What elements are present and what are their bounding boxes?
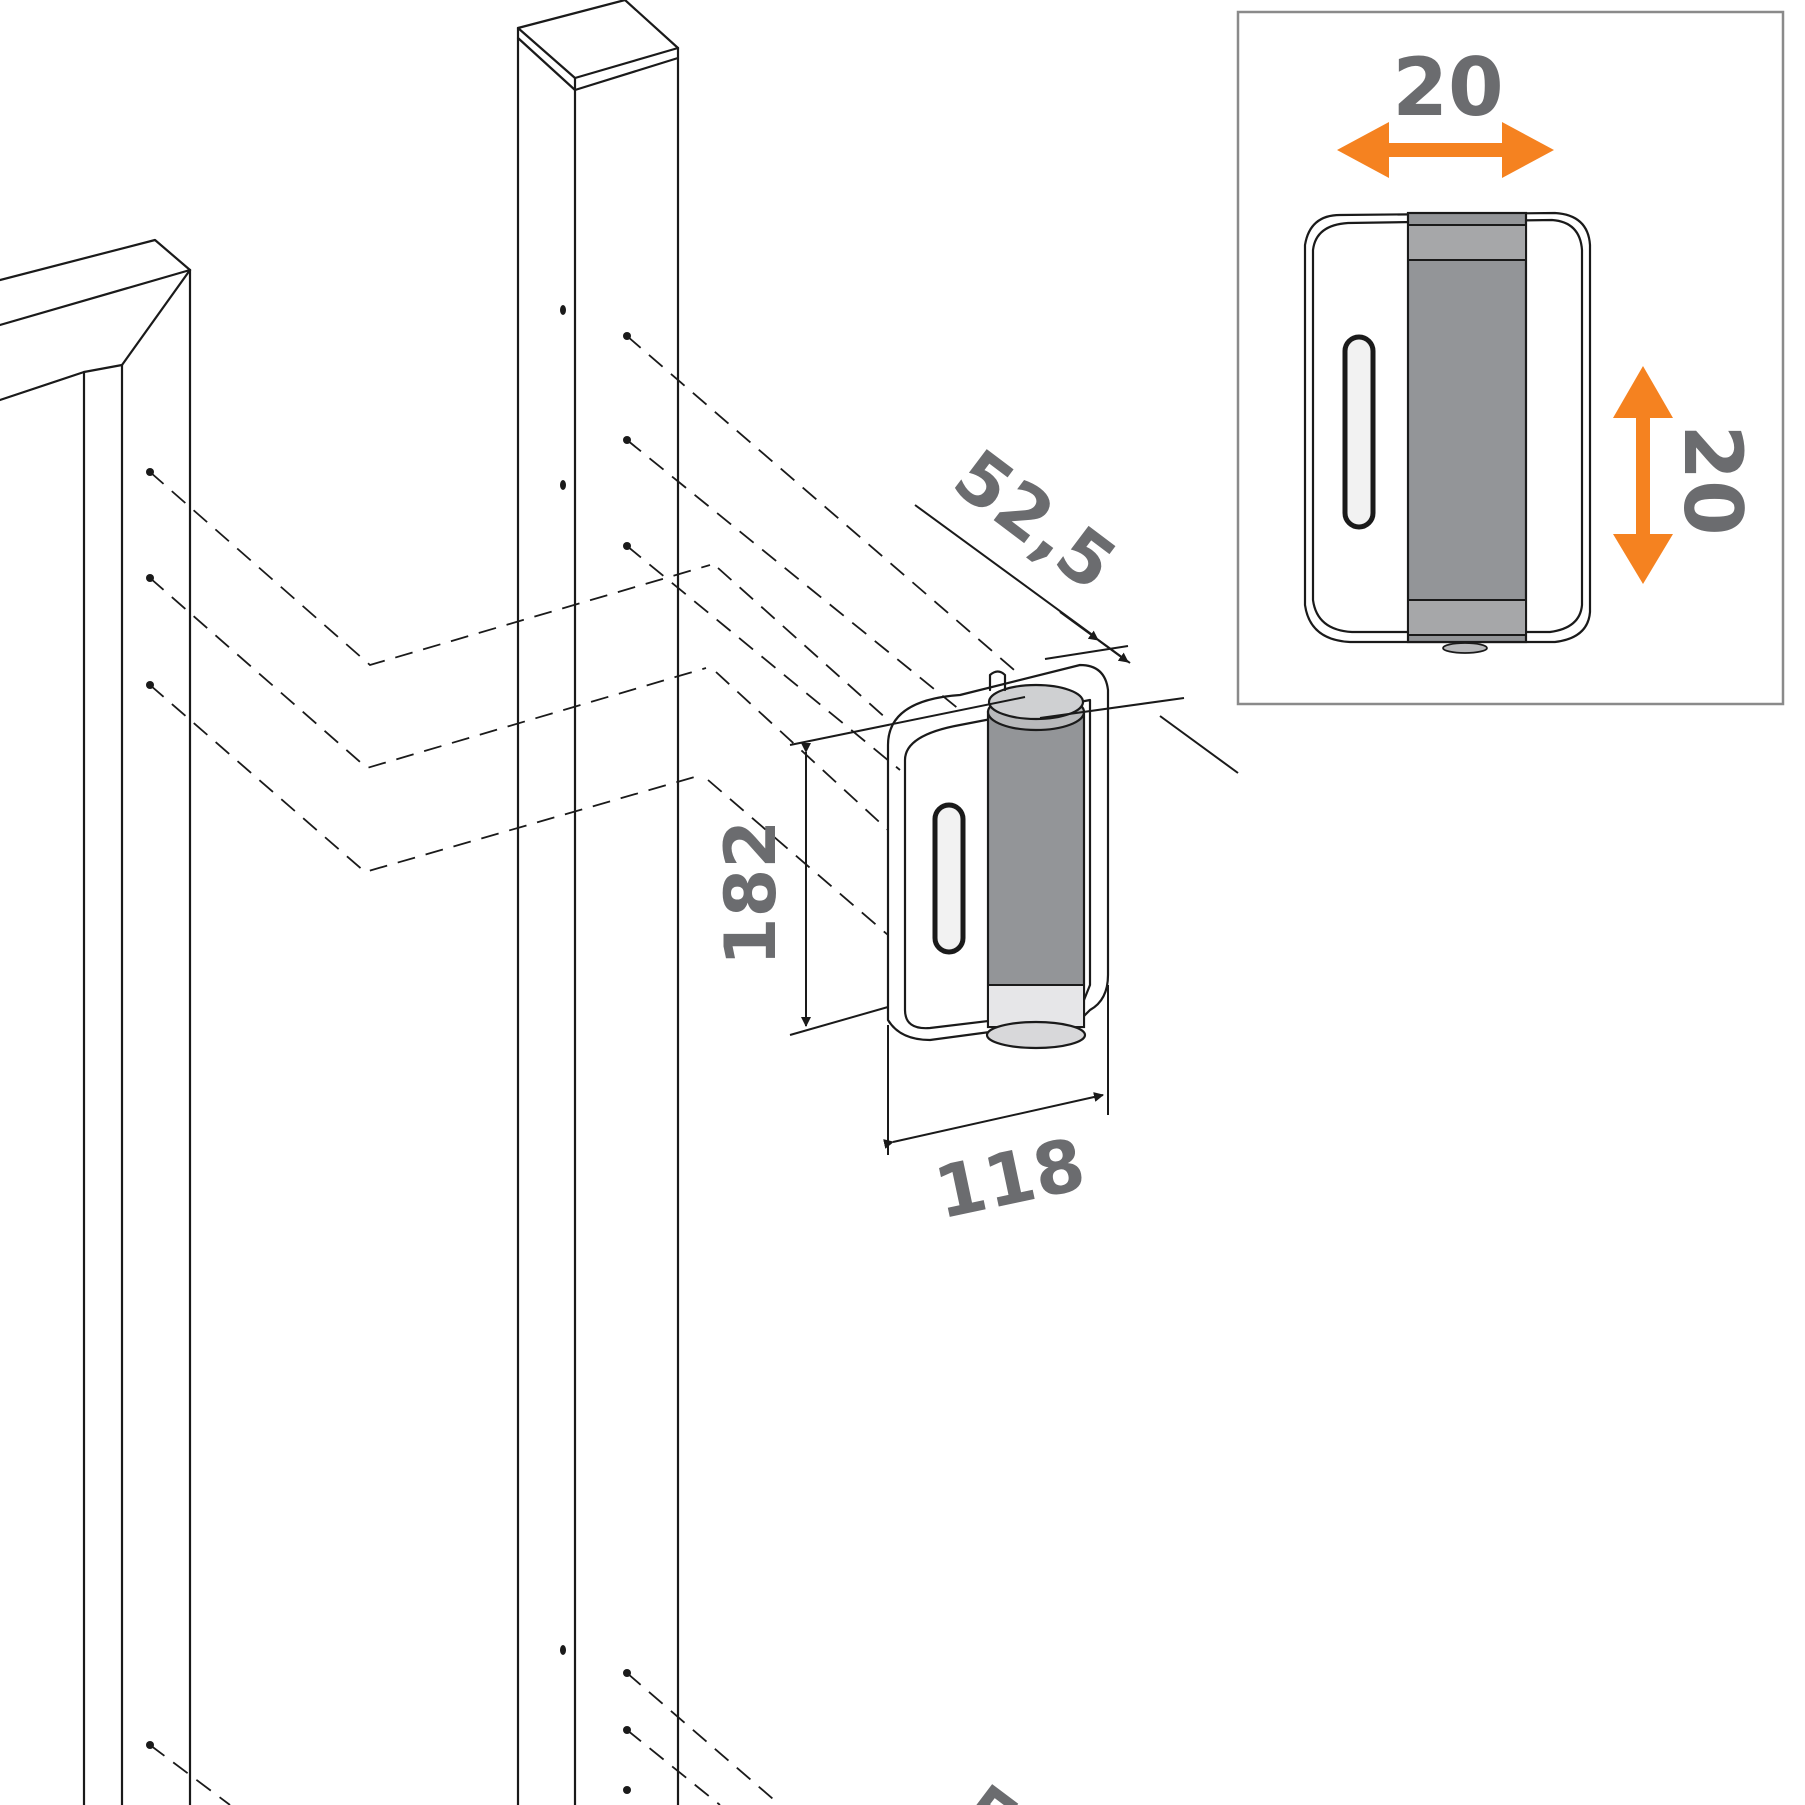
locinox-logo: [932, 802, 966, 955]
inset-height-arrow: [1613, 366, 1673, 584]
depth-label: 52,5: [939, 433, 1131, 607]
inset-width-arrow: [1337, 122, 1554, 178]
width-label: 118: [928, 1122, 1092, 1235]
gate-post: [516, 0, 680, 1805]
alignment-lines: [149, 335, 1021, 1805]
bottom-partial-label: 5: [945, 1768, 1033, 1805]
dimension-height: 182: [710, 696, 1026, 1036]
inset-detail: 20 20: [1236, 10, 1785, 706]
inset-height-label: 20: [1666, 424, 1759, 535]
height-label: 182: [710, 820, 792, 966]
hinge-product: [886, 663, 1110, 1050]
inset-width-label: 20: [1392, 41, 1503, 134]
inset-locinox-logo: [1342, 334, 1376, 530]
inset-hinge: [1303, 211, 1592, 654]
gate-frame: [0, 238, 192, 1805]
